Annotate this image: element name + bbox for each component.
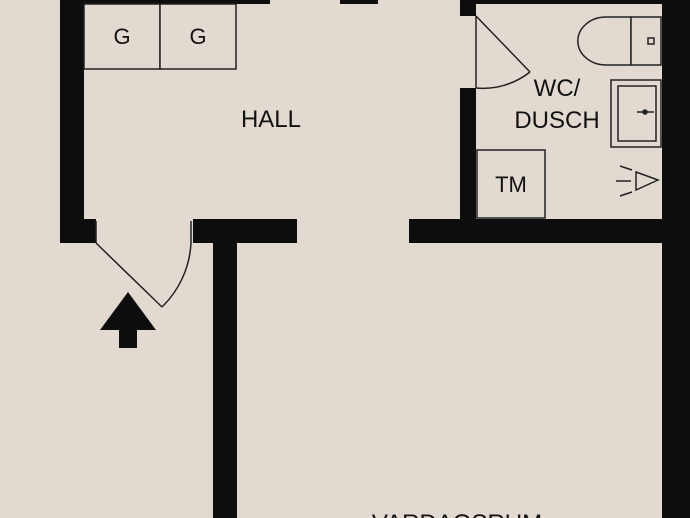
toilet-icon <box>577 16 662 66</box>
room-label-wc-line1: WC/ <box>534 75 581 102</box>
washer <box>476 149 546 219</box>
wall-top-left <box>60 0 270 4</box>
wall-wc-left <box>460 88 476 243</box>
wall-corridor-left <box>213 219 237 518</box>
ceiling-light-icon <box>616 165 660 197</box>
washer-label: TM <box>495 172 527 197</box>
room-label-wc-line2: DUSCH <box>514 107 599 134</box>
cabinet-left <box>83 3 161 70</box>
wall-right <box>662 0 690 518</box>
room-label-hall: HALL <box>241 106 301 133</box>
wall-hall-left <box>60 0 84 243</box>
wall-top-mid <box>340 0 378 4</box>
cabinets: G G <box>83 3 237 70</box>
cabinet-left-label: G <box>113 24 130 49</box>
cabinet-right <box>159 3 237 70</box>
wall-wc-bottom <box>409 219 690 243</box>
wall-wc-top-stub <box>460 0 476 16</box>
walls <box>60 0 690 518</box>
cabinet-right-label: G <box>189 24 206 49</box>
room-label-living: VARDAGSRUM <box>372 510 542 518</box>
entrance-arrow-icon <box>100 292 156 348</box>
wall-entry-left-stub <box>60 219 96 243</box>
wall-top-right <box>460 0 690 4</box>
sink-icon <box>610 79 662 148</box>
wc-door <box>475 15 531 90</box>
wall-entry-right <box>193 219 297 243</box>
entrance-door <box>95 221 192 308</box>
